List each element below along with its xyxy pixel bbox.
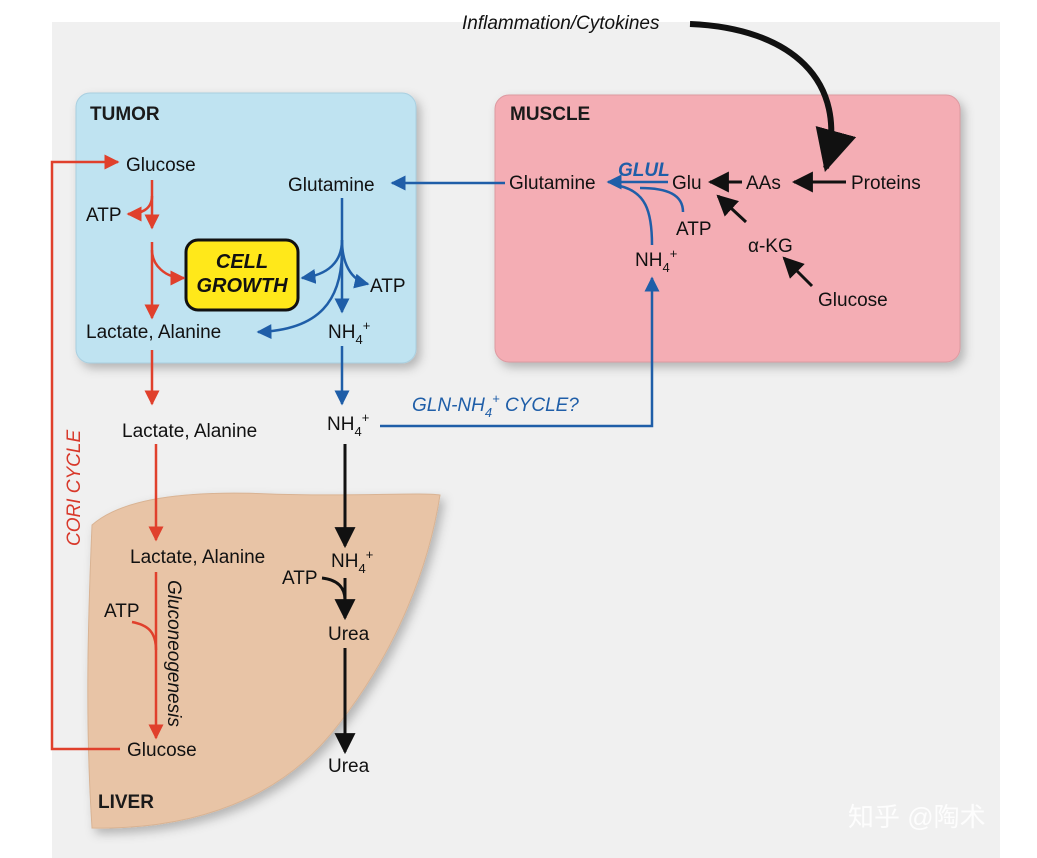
tumor-glucose: Glucose: [126, 155, 196, 176]
liver-urea: Urea: [328, 624, 370, 645]
tumor-glycolysis-arrows: [126, 180, 186, 320]
liver-lactate-alanine: Lactate, Alanine: [130, 547, 265, 568]
tumor-glutamine-arrows: [256, 198, 370, 340]
blood-lactate-alanine: Lactate, Alanine: [122, 421, 257, 442]
glul-label: GLUL: [618, 160, 670, 181]
inflammation-arrow: [689, 21, 857, 173]
gluconeogenesis-arrows: [131, 572, 164, 740]
tumor-title: TUMOR: [90, 104, 160, 125]
muscle-proteins: Proteins: [851, 173, 921, 194]
muscle-glu: Glu: [672, 173, 702, 194]
blood-nh4: NH4+: [327, 410, 369, 439]
liver-urea-2: Urea: [328, 756, 370, 777]
watermark: 知乎 @陶术: [848, 802, 986, 832]
lactate-red-arrows: [144, 350, 164, 542]
muscle-nh4: NH4+: [635, 246, 677, 275]
tumor-atp: ATP: [86, 205, 122, 226]
cori-cycle-label: CORI CYCLE: [64, 430, 85, 546]
cell-growth-line1: CELL: [216, 251, 268, 273]
muscle-glul-arrows: [606, 174, 685, 246]
liver-compartment: [87, 492, 441, 829]
tumor-compartment: [75, 92, 417, 364]
inflammation-label: Inflammation/Cytokines: [462, 13, 660, 34]
tumor-glutamine: Glutamine: [288, 175, 375, 196]
liver-glucose: Glucose: [127, 740, 197, 761]
liver-nh4: NH4+: [331, 547, 373, 576]
muscle-black-arrows: [707, 171, 846, 288]
tumor-atp-2: ATP: [370, 276, 406, 297]
muscle-akg: α-KG: [748, 236, 793, 257]
muscle-atp: ATP: [676, 219, 712, 240]
muscle-compartment: [494, 94, 961, 363]
muscle-aas: AAs: [746, 173, 781, 194]
ammonia-blue-arrows: [334, 276, 660, 428]
gluconeogenesis-label: Gluconeogenesis: [163, 580, 184, 727]
urea-cycle-arrows: [321, 444, 356, 755]
cell-growth-line2: GROWTH: [196, 275, 288, 297]
liver-atp-2: ATP: [282, 568, 318, 589]
liver-title: LIVER: [98, 792, 154, 813]
tumor-nh4: NH4+: [328, 318, 370, 347]
cori-cycle-arrow: [50, 154, 120, 751]
tumor-lactate-alanine: Lactate, Alanine: [86, 322, 221, 343]
liver-atp: ATP: [104, 601, 140, 622]
muscle-title: MUSCLE: [510, 104, 590, 125]
muscle-glucose: Glucose: [818, 290, 888, 311]
cell-growth-box: CELL GROWTH: [184, 238, 300, 312]
gln-nh4-cycle-label: GLN-NH4+ CYCLE?: [412, 391, 579, 420]
muscle-glutamine: Glutamine: [509, 173, 596, 194]
